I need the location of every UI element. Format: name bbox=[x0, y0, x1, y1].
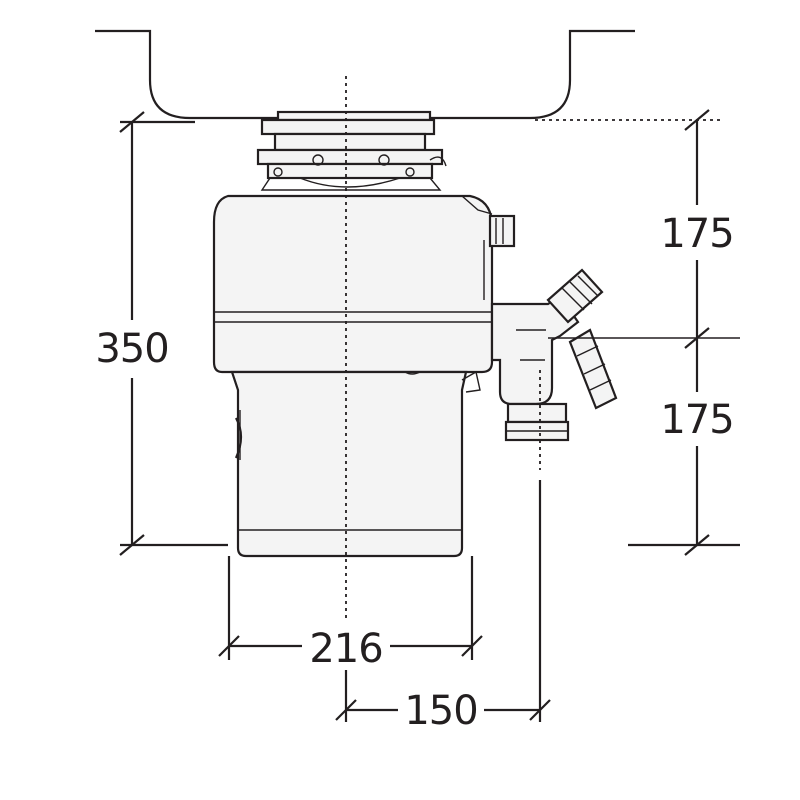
dimension-150 bbox=[335, 670, 551, 722]
mounting-flange bbox=[256, 110, 447, 191]
motor-body bbox=[230, 370, 481, 558]
sink-outline bbox=[95, 29, 635, 120]
dimension-label-216: 216 bbox=[309, 626, 382, 672]
hose-connector bbox=[546, 268, 604, 324]
dimension-label-350: 350 bbox=[95, 326, 168, 372]
dimension-label-175-upper: 175 bbox=[660, 211, 733, 257]
dimension-350 bbox=[119, 111, 145, 556]
dimension-label-175-lower: 175 bbox=[660, 397, 733, 443]
dishwasher-inlet bbox=[488, 214, 516, 248]
dimension-175-lower bbox=[684, 338, 710, 556]
slip-nut-connector bbox=[568, 328, 618, 410]
grinding-chamber-housing bbox=[212, 194, 494, 374]
dimension-216 bbox=[218, 556, 483, 660]
discharge-outlet bbox=[490, 294, 580, 442]
dimension-label-150: 150 bbox=[404, 688, 477, 734]
